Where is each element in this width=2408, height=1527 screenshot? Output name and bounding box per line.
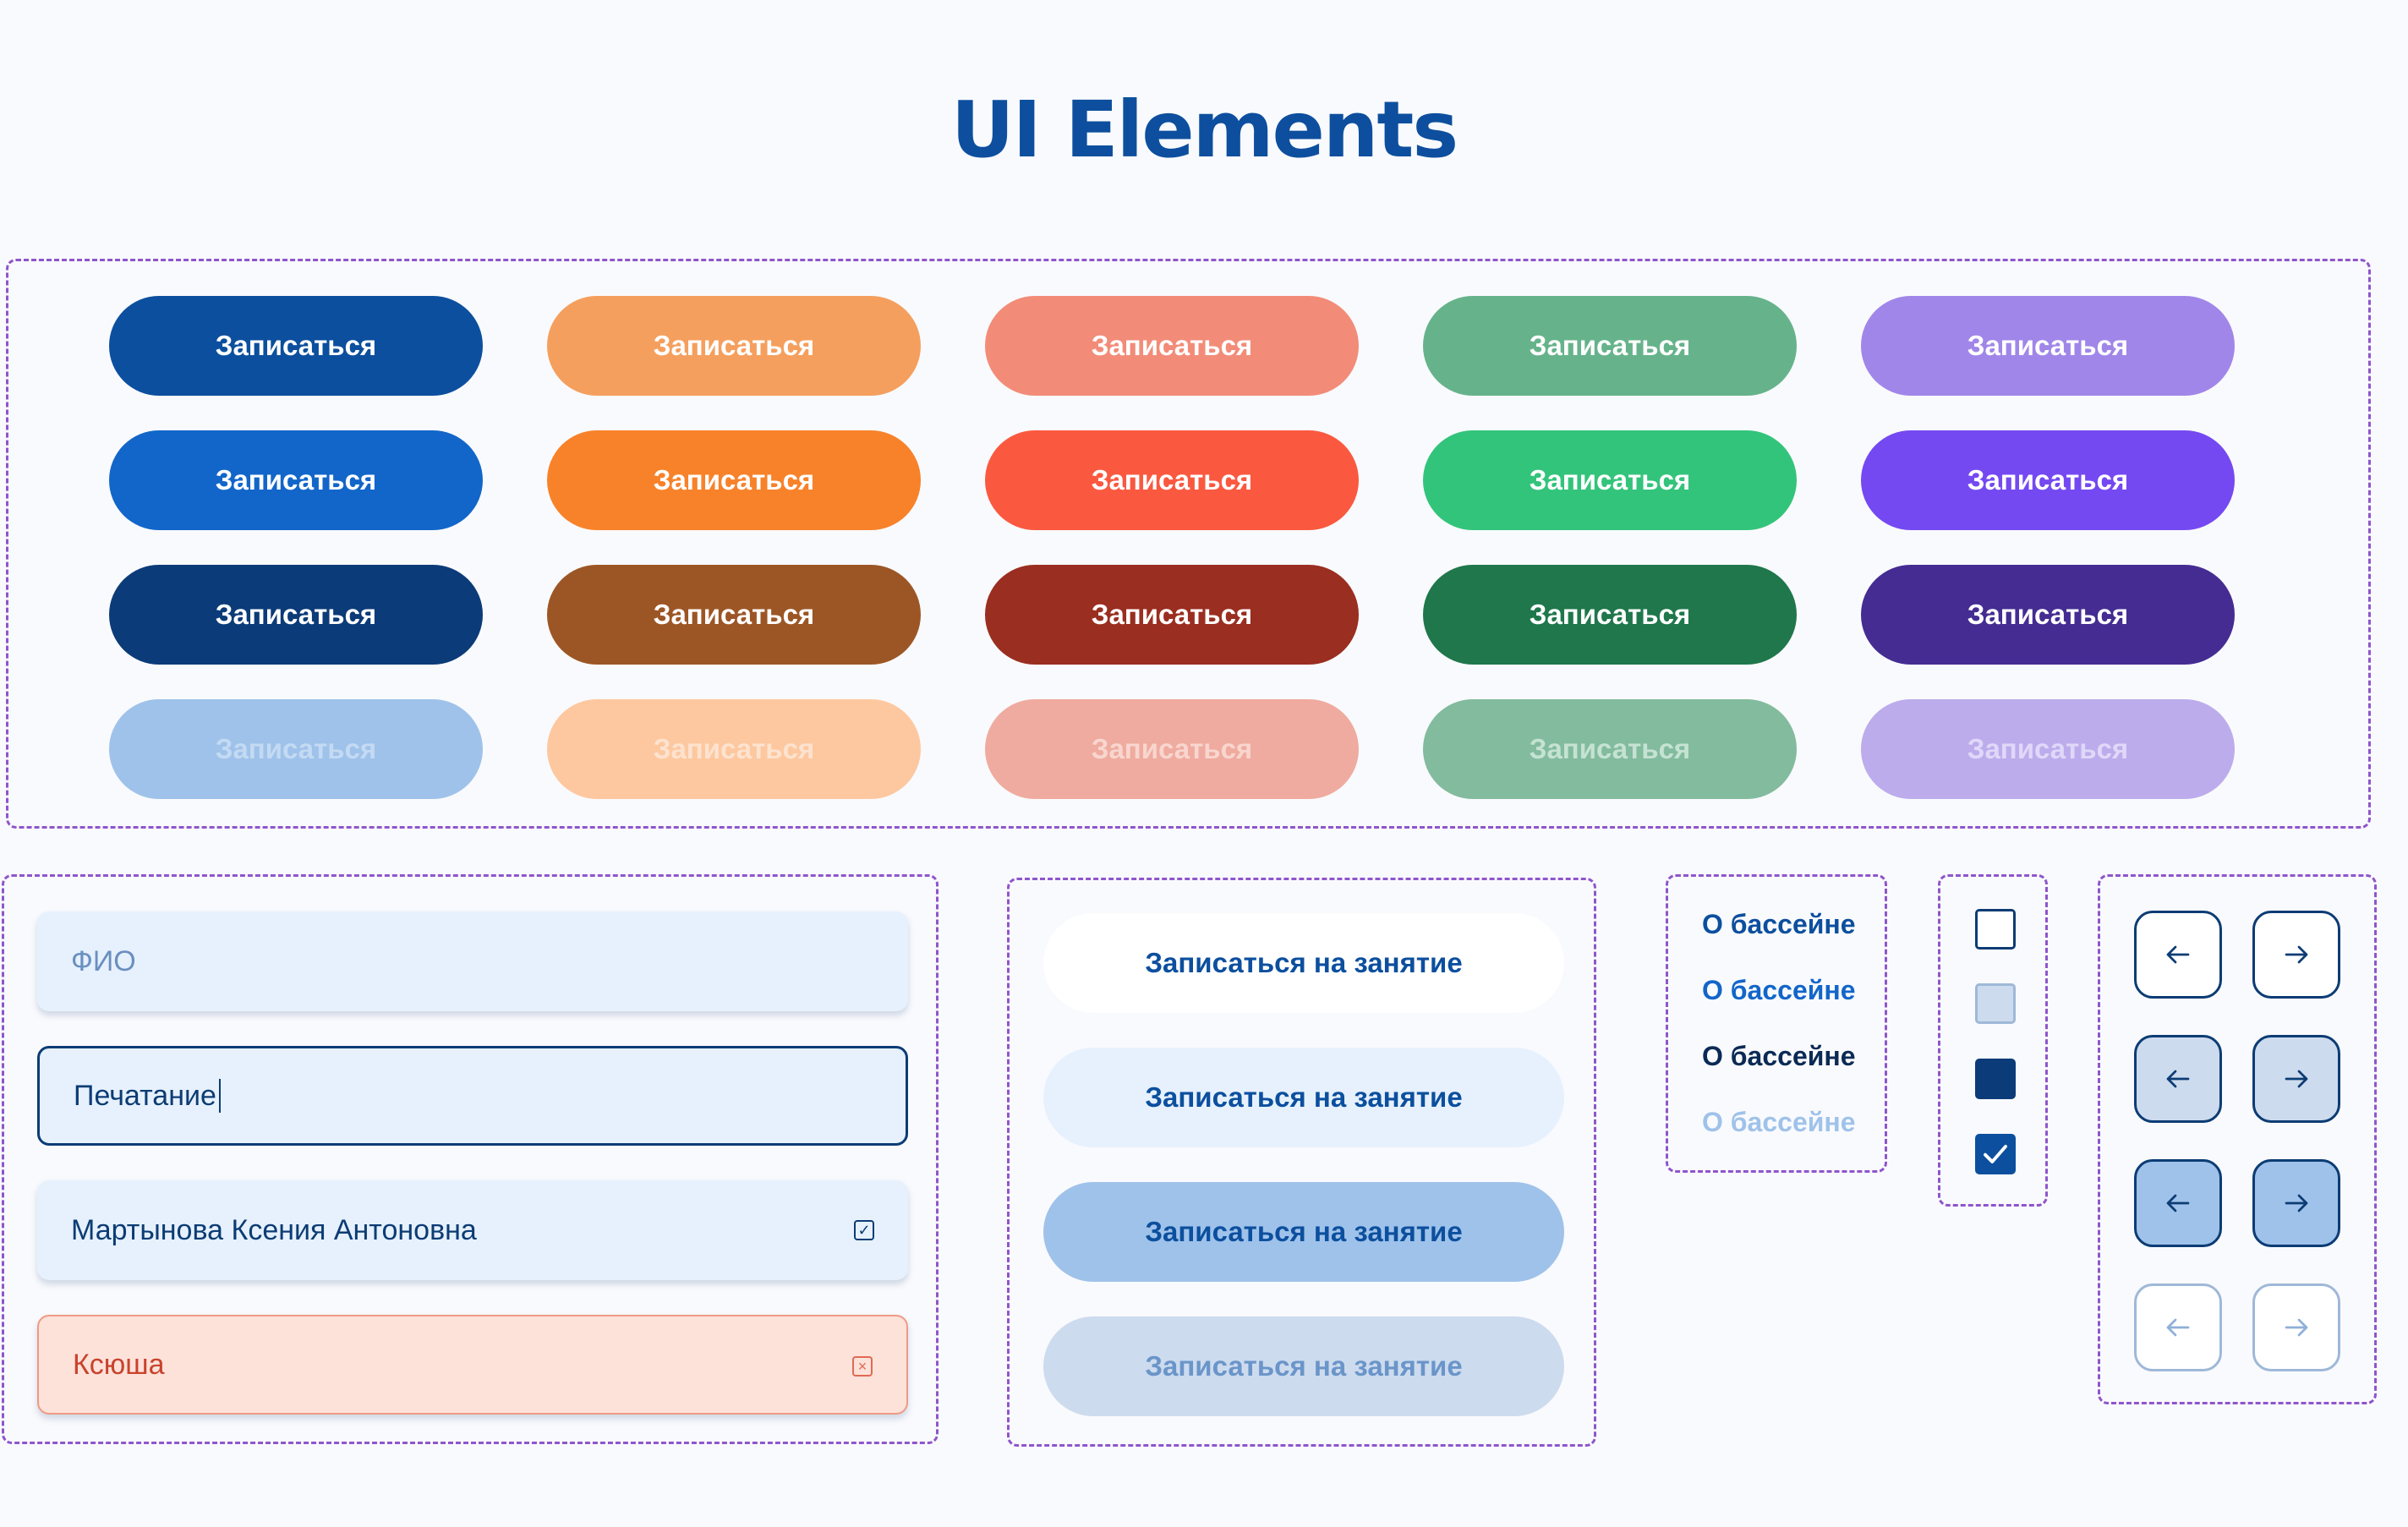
about-pool-link-disabled[interactable]: О бассейне	[1702, 1107, 1856, 1137]
button-red-default[interactable]: Записаться	[985, 296, 1359, 396]
enroll-button-active[interactable]: Записаться на занятие	[1043, 1182, 1564, 1282]
typing-field[interactable]: Печатание	[37, 1046, 908, 1146]
button-purple-active[interactable]: Записаться	[1861, 565, 2235, 665]
arrow-right-icon	[2285, 1318, 2308, 1337]
arrow-left-icon	[2166, 1194, 2190, 1212]
about-pool-link-active[interactable]: О бассейне	[1702, 1041, 1856, 1071]
checkbox-hover[interactable]	[1975, 983, 2016, 1024]
enroll-button-disabled[interactable]: Записаться на занятие	[1043, 1316, 1564, 1416]
arrow-right-button-outline[interactable]	[2252, 911, 2340, 999]
arrow-buttons-section	[2098, 874, 2377, 1404]
button-orange-disabled[interactable]: Записаться	[547, 699, 921, 799]
checkboxes-section	[1938, 874, 2048, 1207]
arrow-left-button-medium[interactable]	[2134, 1159, 2222, 1247]
button-blue-disabled[interactable]: Записаться	[109, 699, 483, 799]
valid-field-value: Мартынова Ксения Антоновна	[71, 1213, 477, 1246]
arrow-left-icon	[2166, 1318, 2190, 1337]
checkbox-empty[interactable]	[1975, 909, 2016, 950]
button-purple-disabled[interactable]: Записаться	[1861, 699, 2235, 799]
about-pool-link-default[interactable]: О бассейне	[1702, 909, 1856, 939]
page-title: UI Elements	[950, 85, 1458, 175]
button-palette-section: Записаться Записаться Записаться Записат…	[6, 259, 2371, 829]
button-orange-default[interactable]: Записаться	[547, 296, 921, 396]
links-section: О бассейне О бассейне О бассейне О бассе…	[1666, 874, 1887, 1173]
error-field-value: Ксюша	[73, 1348, 165, 1381]
checkmark-icon	[1984, 1145, 2007, 1163]
typing-field-value: Печатание	[74, 1079, 216, 1112]
button-blue-default[interactable]: Записаться	[109, 296, 483, 396]
clear-x-icon[interactable]: ×	[852, 1356, 873, 1376]
button-blue-hover[interactable]: Записаться	[109, 430, 483, 530]
button-green-default[interactable]: Записаться	[1423, 296, 1797, 396]
fio-input[interactable]	[71, 944, 874, 978]
wide-buttons-section: Записаться на занятие Записаться на заня…	[1007, 878, 1596, 1447]
button-red-hover[interactable]: Записаться	[985, 430, 1359, 530]
arrow-left-icon	[2166, 1070, 2190, 1088]
button-purple-hover[interactable]: Записаться	[1861, 430, 2235, 530]
button-purple-default[interactable]: Записаться	[1861, 296, 2235, 396]
button-red-active[interactable]: Записаться	[985, 565, 1359, 665]
arrow-right-button-light[interactable]	[2252, 1035, 2340, 1123]
arrow-right-icon	[2285, 1070, 2308, 1088]
arrow-right-icon	[2285, 945, 2308, 964]
button-orange-hover[interactable]: Записаться	[547, 430, 921, 530]
text-cursor	[218, 1079, 221, 1113]
valid-field[interactable]: Мартынова Ксения Антоновна ✓	[37, 1180, 908, 1280]
error-field[interactable]: Ксюша ×	[37, 1315, 908, 1415]
arrow-right-button-medium[interactable]	[2252, 1159, 2340, 1247]
button-green-disabled[interactable]: Записаться	[1423, 699, 1797, 799]
arrow-left-icon	[2166, 945, 2190, 964]
inputs-section: Печатание Мартынова Ксения Антоновна ✓ К…	[2, 874, 939, 1444]
arrow-left-button-outline[interactable]	[2134, 911, 2222, 999]
about-pool-link-hover[interactable]: О бассейне	[1702, 975, 1856, 1005]
button-green-hover[interactable]: Записаться	[1423, 430, 1797, 530]
arrow-right-icon	[2285, 1194, 2308, 1212]
button-red-disabled[interactable]: Записаться	[985, 699, 1359, 799]
checkbox-checked[interactable]	[1975, 1134, 2016, 1174]
checkbox-check-icon: ✓	[854, 1220, 874, 1240]
arrow-right-button-disabled[interactable]	[2252, 1283, 2340, 1371]
button-green-active[interactable]: Записаться	[1423, 565, 1797, 665]
checkbox-filled[interactable]	[1975, 1059, 2016, 1099]
arrow-left-button-disabled[interactable]	[2134, 1283, 2222, 1371]
button-blue-active[interactable]: Записаться	[109, 565, 483, 665]
button-orange-active[interactable]: Записаться	[547, 565, 921, 665]
arrow-left-button-light[interactable]	[2134, 1035, 2222, 1123]
enroll-button-default[interactable]: Записаться на занятие	[1043, 913, 1564, 1013]
enroll-button-hover[interactable]: Записаться на занятие	[1043, 1048, 1564, 1147]
fio-field[interactable]	[37, 911, 908, 1011]
